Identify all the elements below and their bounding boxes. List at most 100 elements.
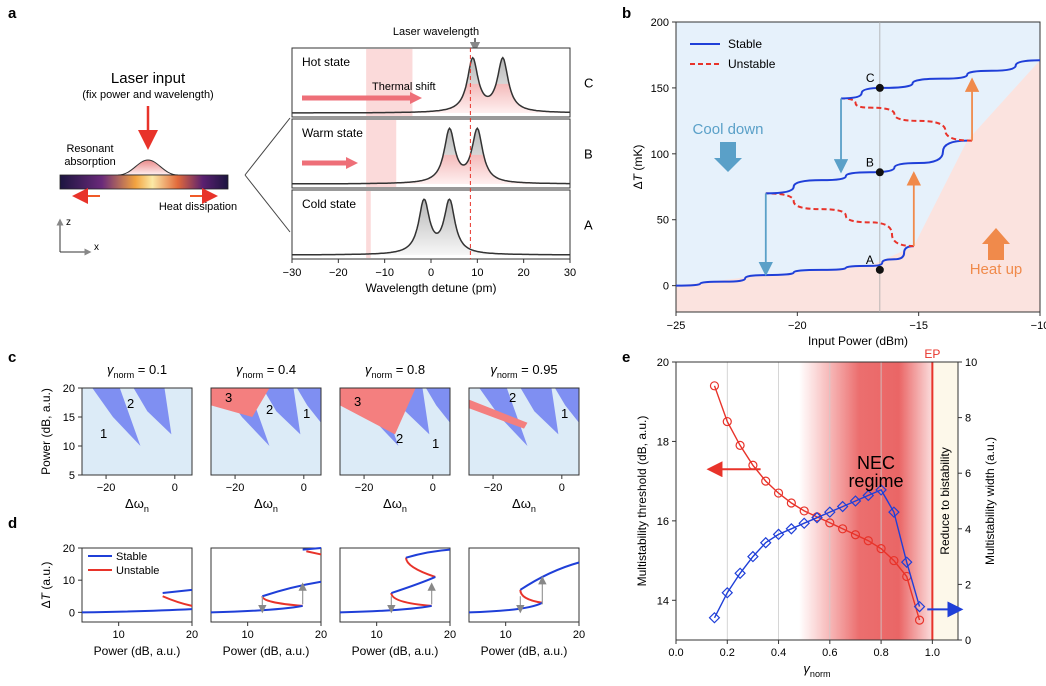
stable-branch [765, 139, 968, 195]
stable-curve [81, 608, 193, 614]
gamma-title: γnorm = 0.1 [107, 362, 167, 380]
threshold-marker [838, 524, 848, 534]
map-frame [81, 387, 193, 476]
threshold-marker [722, 416, 732, 427]
thermal-shift-shade [366, 191, 371, 258]
stable-branch [675, 245, 914, 287]
x-axis-label: Power (dB, a.u.) [94, 644, 181, 658]
x-tick-label: 10 [113, 629, 125, 641]
width-marker [785, 523, 798, 535]
state-name: Hot state [302, 55, 350, 69]
stable-curve [302, 547, 322, 551]
x-tick-label: 0 [172, 482, 178, 494]
width-marker [913, 600, 926, 613]
x-tick-label: 20 [186, 629, 198, 641]
x-tick-label: 0 [301, 482, 307, 494]
x-tick-label: 0.8 [873, 647, 888, 659]
x-tick-label: 0 [559, 482, 565, 494]
y-tick-right-label: 0 [965, 635, 971, 647]
region-lobe [262, 388, 301, 435]
nec-region [799, 362, 933, 640]
region-number: 2 [127, 396, 134, 411]
threshold-marker [863, 536, 873, 546]
x-axis-label: γnorm [803, 661, 830, 679]
threshold-marker [735, 440, 745, 450]
cool-down-label: Cool down [693, 121, 764, 138]
gamma-title: γnorm = 0.4 [236, 362, 296, 380]
x-tick-label: 10 [371, 629, 383, 641]
width-marker [862, 489, 875, 502]
y-axis-left-label: Multistability threshold (dB, a.u.) [635, 416, 649, 587]
width-marker [888, 506, 900, 518]
nec-label-2: regime [848, 471, 903, 491]
x-axis-label: Power (dB, a.u.) [223, 644, 310, 658]
x-tick-label: 10 [242, 629, 254, 641]
y-tick-label: 10 [63, 575, 75, 587]
x-tick-label: 20 [518, 267, 530, 279]
panel-label-c: c [8, 349, 16, 366]
region-lobe [425, 388, 450, 423]
cool-down-arrow [714, 142, 742, 172]
x-tick-label: 0.0 [668, 647, 683, 659]
state-name: Warm state [302, 126, 363, 140]
x-tick-label: −20 [355, 482, 374, 494]
x-tick-label: −30 [283, 267, 302, 279]
y-tick-right-label: 10 [965, 357, 977, 369]
plot-frame [675, 21, 1041, 313]
threshold-marker [773, 488, 784, 498]
ep-label: EP [924, 347, 940, 361]
x-axis-label: Input Power (dBm) [808, 334, 908, 348]
width-marker [721, 586, 734, 599]
stable-curve [262, 580, 322, 598]
x-tick-label: 10 [471, 267, 483, 279]
width-marker [798, 517, 810, 530]
region-number: 2 [509, 390, 516, 405]
y-tick-label: 15 [63, 412, 75, 424]
axis-z-label: z [66, 217, 71, 228]
laser-wavelength-label: Laser wavelength [393, 26, 479, 38]
x-tick-label: −20 [484, 482, 503, 494]
zoom-line-top [244, 117, 291, 176]
absorbed-fill [292, 154, 570, 184]
width-marker [900, 556, 913, 568]
state-point-A [875, 265, 884, 274]
threshold-marker [850, 530, 861, 540]
width-marker [747, 550, 759, 563]
legend-stable-label: Stable [728, 37, 762, 51]
absorption-bump [117, 159, 179, 176]
x-tick-label: 10 [500, 629, 512, 641]
x-tick-label: 20 [573, 629, 585, 641]
y-tick-left-label: 18 [657, 436, 669, 448]
region-number: 3 [354, 394, 361, 409]
peak-fill [292, 199, 570, 255]
region-lobe [133, 388, 172, 435]
unstable-curve [162, 595, 193, 607]
y-tick-label: 10 [63, 441, 75, 453]
tristable-region [340, 388, 416, 435]
x-tick-label: 0 [428, 267, 434, 279]
state-point-label: B [866, 155, 874, 169]
y-tick-label: 0 [663, 281, 669, 293]
x-tick-label: 0.6 [822, 647, 837, 659]
state-point-label: C [866, 71, 875, 85]
y-tick-right-label: 2 [965, 579, 971, 591]
axis-x-label: x [94, 242, 99, 253]
x-axis-label: Δωn [383, 496, 407, 514]
width-marker [836, 500, 849, 513]
gamma-title: γnorm = 0.95 [490, 362, 557, 380]
stable-curve [210, 604, 303, 614]
unstable-curve [519, 589, 543, 604]
laser-input-subtitle: (fix power and wavelength) [82, 89, 213, 101]
gamma-title: γnorm = 0.8 [365, 362, 425, 380]
region-lobe [296, 388, 321, 423]
width-marker [772, 528, 785, 541]
unstable-branch [841, 97, 973, 142]
x-tick-label: 0.2 [720, 647, 735, 659]
width-marker [759, 536, 772, 549]
unstable-curve [390, 592, 432, 607]
legend-unstable-label: Unstable [116, 565, 159, 577]
threshold-marker [709, 381, 720, 391]
